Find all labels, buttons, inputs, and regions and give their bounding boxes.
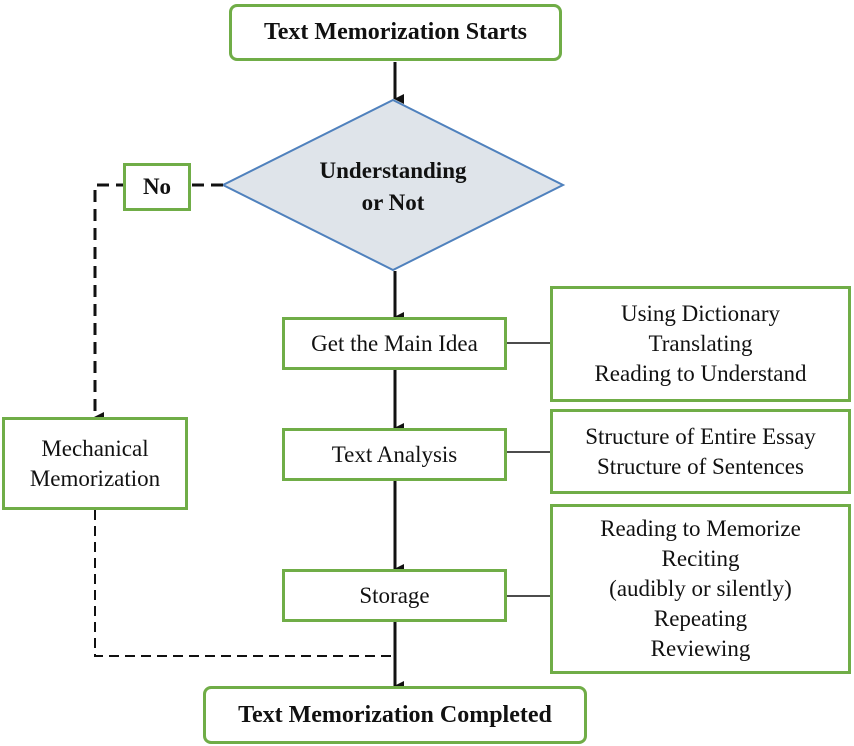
no-label-box: No — [123, 163, 191, 211]
start-node: Text Memorization Starts — [229, 4, 562, 61]
dashed-mechanical-to-end — [94, 510, 395, 657]
storage-node: Storage — [282, 569, 507, 622]
main-idea-note-text: Using Dictionary Translating Reading to … — [594, 301, 807, 386]
analysis-note: Structure of Entire Essay Structure of S… — [550, 409, 851, 494]
dashed-no-path — [93, 183, 223, 422]
no-label: No — [142, 174, 172, 199]
mechanical-label: Mechanical Memorization — [29, 435, 161, 491]
analysis-node: Text Analysis — [282, 428, 507, 481]
end-label: Text Memorization Completed — [238, 701, 552, 728]
mechanical-node: Mechanical Memorization — [2, 417, 188, 510]
storage-note-text: Reading to Memorize Reciting (audibly or… — [600, 516, 801, 661]
start-label: Text Memorization Starts — [263, 19, 528, 45]
storage-note: Reading to Memorize Reciting (audibly or… — [550, 504, 851, 674]
decision-label: Understanding or Not — [319, 158, 467, 215]
main-idea-node: Get the Main Idea — [282, 317, 507, 370]
end-node: Text Memorization Completed — [203, 686, 587, 744]
main-idea-label: Get the Main Idea — [311, 330, 478, 356]
main-idea-note: Using Dictionary Translating Reading to … — [550, 286, 851, 402]
analysis-label: Text Analysis — [331, 441, 458, 467]
analysis-note-text: Structure of Entire Essay Structure of S… — [585, 423, 816, 479]
storage-label: Storage — [359, 582, 430, 608]
decision-diamond — [220, 98, 566, 272]
